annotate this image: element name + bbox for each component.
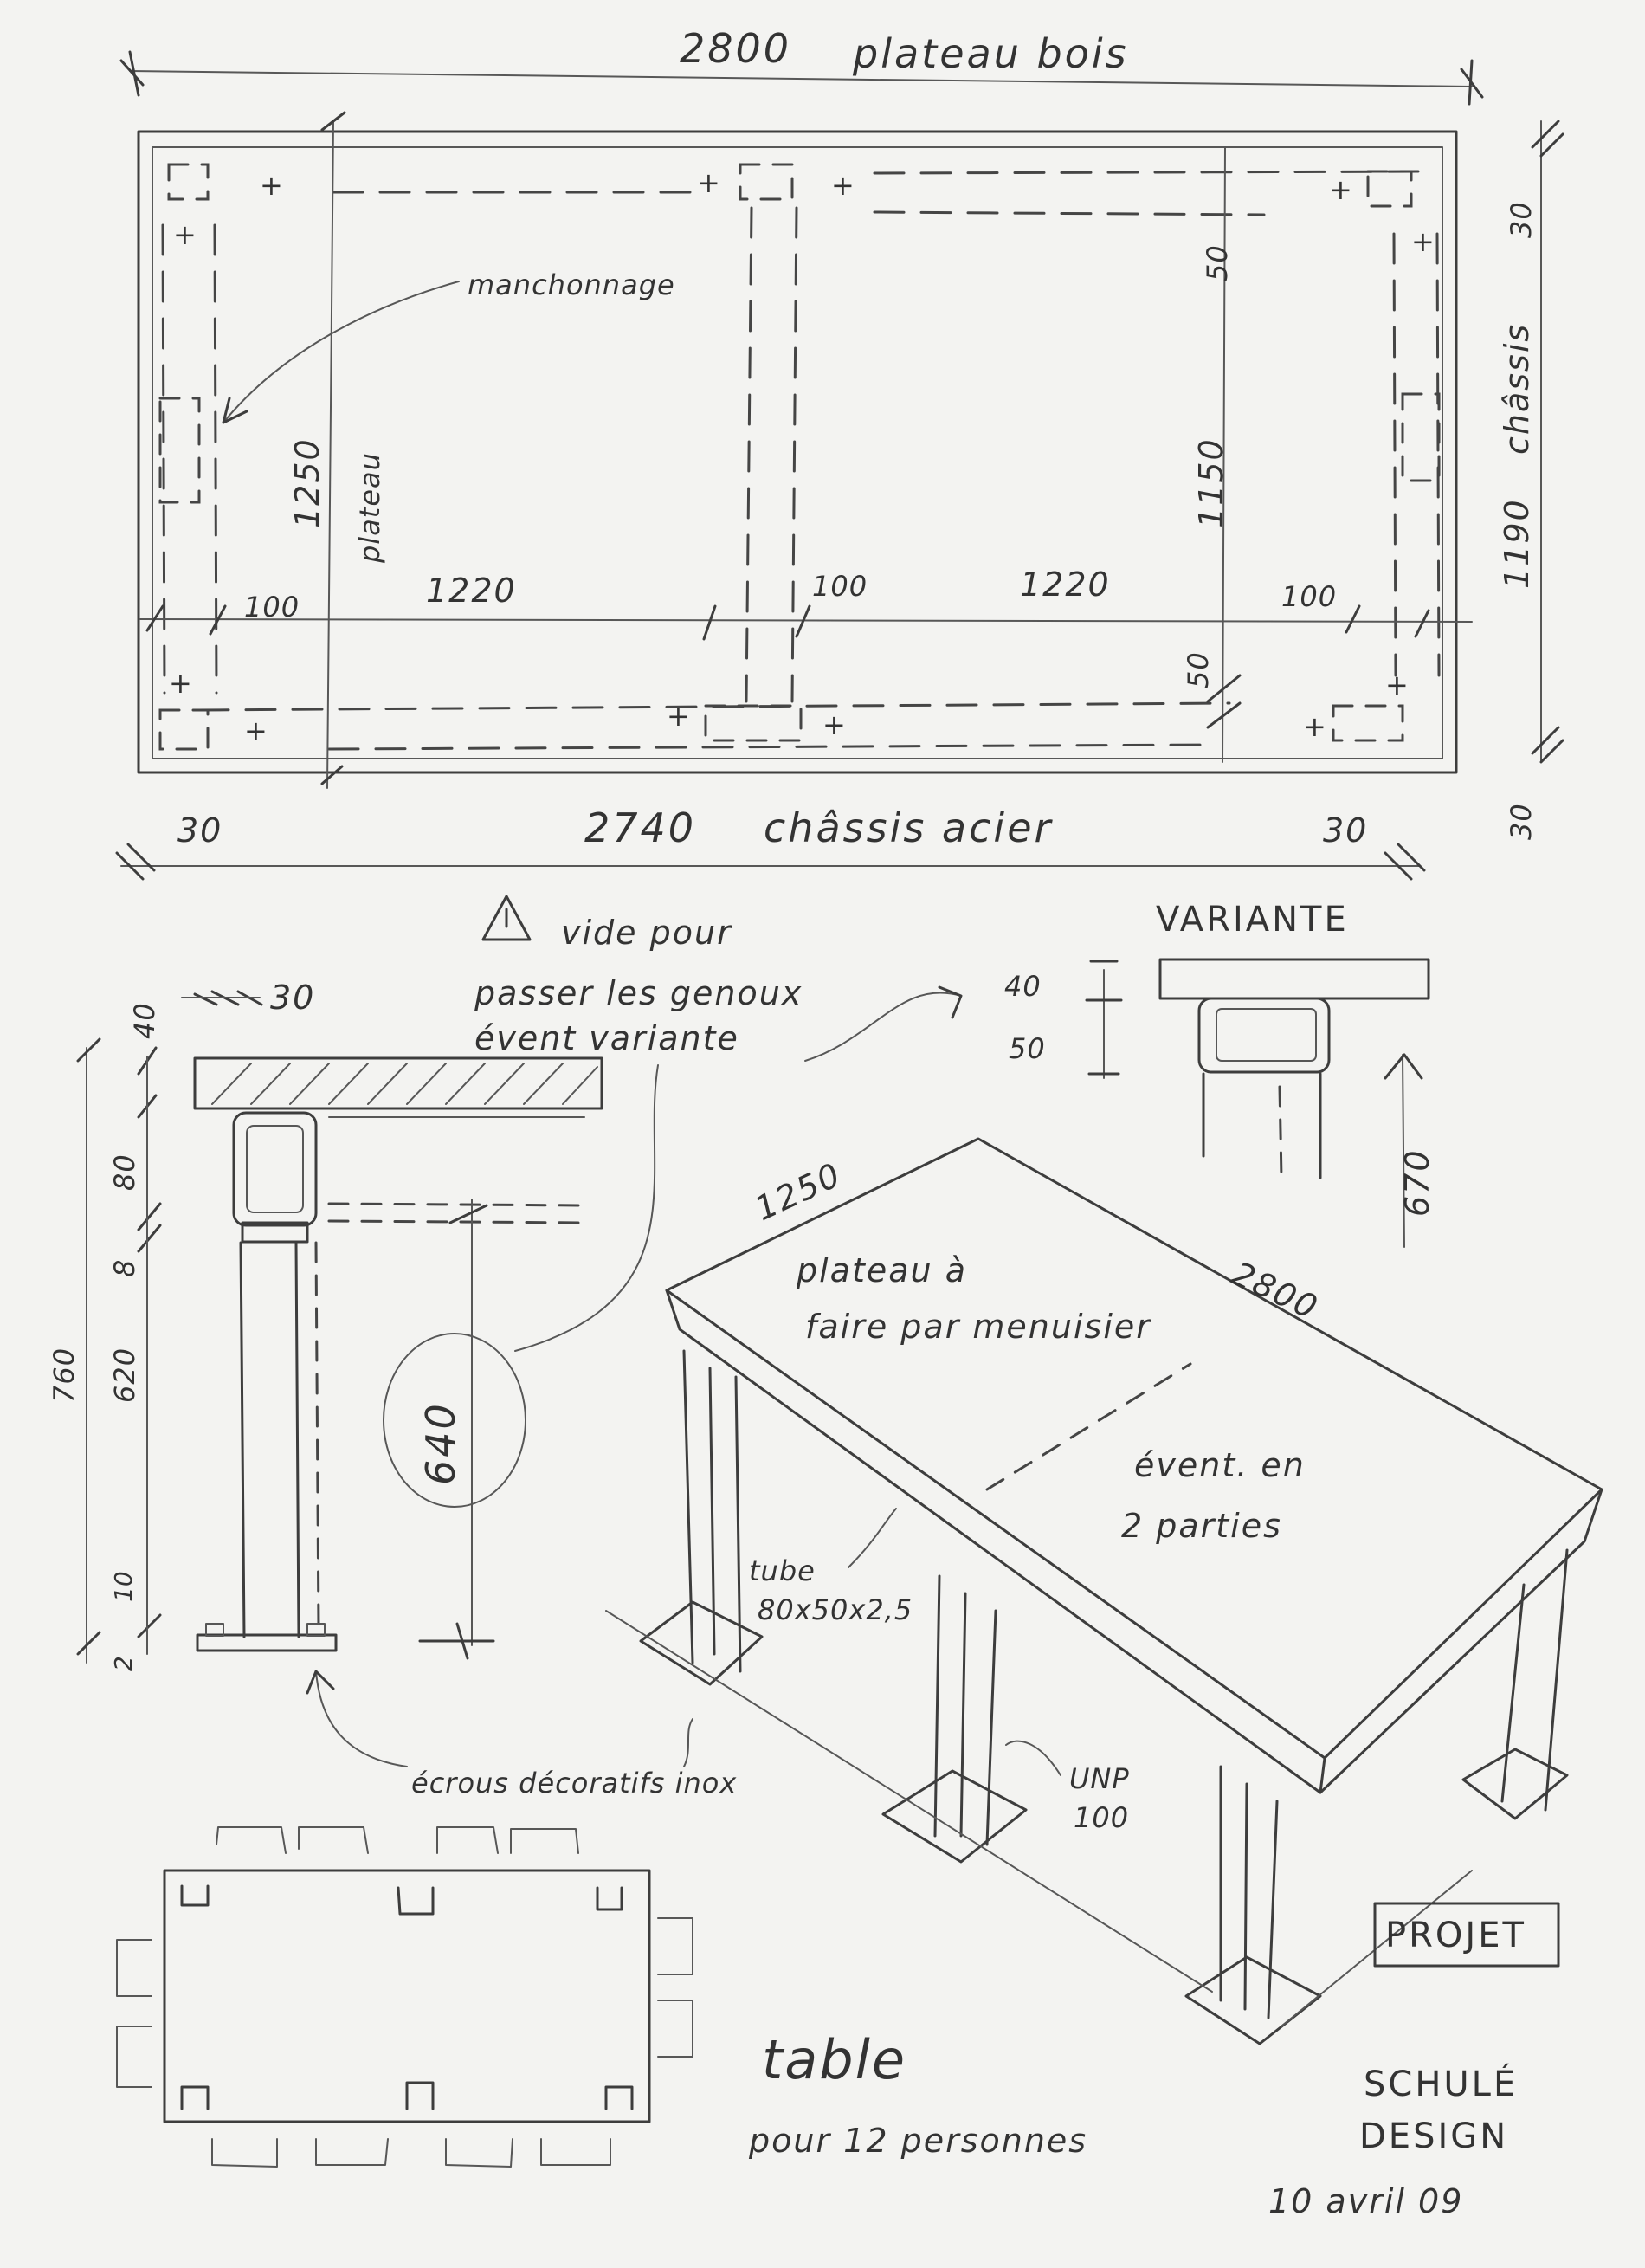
section-view: 40 80 8 620 760 10 2 30 640 vide pou: [48, 895, 963, 1800]
svg-text:+: +: [260, 169, 284, 202]
nuts-label: écrous décoratifs inox: [411, 1767, 737, 1800]
inner-width: 1150: [1192, 437, 1230, 528]
rail-bottom-dim: 50: [1182, 651, 1215, 688]
tube-height-dim: 80: [108, 1153, 141, 1191]
top-length: 2800: [680, 25, 791, 72]
top-width-label: plateau: [353, 452, 386, 564]
svg-text:+: +: [822, 708, 847, 741]
total-height-dim: 760: [48, 1347, 81, 1403]
variant-clearance-dim: 670: [1398, 1148, 1436, 1217]
project-stamp-box: [1373, 1902, 1560, 1968]
variant-detail: VARIANTE 40 50 670: [1004, 900, 1436, 1248]
overhang-dim: 30: [270, 979, 315, 1017]
svg-text:+: +: [667, 700, 691, 733]
overhang-bottom-dim: 30: [1505, 803, 1538, 840]
caption: table pour 12 personnes: [748, 2028, 1087, 2160]
rail-top-dim: 50: [1201, 244, 1234, 281]
unp-line1: UNP: [1069, 1762, 1130, 1795]
top-thickness-dim: 40: [128, 1002, 161, 1039]
tube-line1: tube: [749, 1554, 816, 1587]
svg-text:+: +: [1385, 669, 1410, 701]
caption-line1: table: [762, 2028, 906, 2091]
overhang-top-dim: 30: [1505, 201, 1538, 238]
tube-line2: 80x50x2,5: [758, 1593, 913, 1626]
author-line2: DESIGN: [1359, 2116, 1508, 2156]
unp-line2: 100: [1074, 1801, 1129, 1834]
frame-outline: [152, 146, 1443, 759]
svg-text:+: +: [244, 714, 268, 747]
title-block: PROJET SCHULÉ DESIGN 10 avril 09: [1268, 1902, 1560, 2220]
variant-title: VARIANTE: [1156, 900, 1349, 940]
overhang-left-dim: 30: [177, 811, 223, 850]
top-width: 1250: [288, 437, 326, 528]
foot-plate-dim: 2: [109, 1656, 138, 1671]
svg-text:+: +: [173, 218, 197, 251]
overhang-right-dim: 30: [1323, 811, 1368, 850]
warning-line3: évent variante: [474, 1019, 739, 1057]
plan-view: 2800 plateau bois + + + + + + + +: [115, 25, 1564, 881]
sleeve-label: manchonnage: [468, 268, 675, 301]
leg-height-dim: 620: [108, 1347, 141, 1403]
author-line1: SCHULÉ: [1364, 2063, 1518, 2104]
frame-width-label: châssis: [1498, 323, 1536, 455]
drawing-date: 10 avril 09: [1268, 2182, 1463, 2220]
warning-line1: vide pour: [561, 914, 732, 952]
variant-tube-dim: 50: [1009, 1032, 1046, 1065]
project-stamp: PROJET: [1385, 1916, 1526, 1955]
persp-width-dim: 1250: [749, 1155, 848, 1228]
leg-left-dim: 100: [244, 591, 300, 624]
persp-length-dim: 2800: [1226, 1254, 1325, 1327]
tabletop-outline: [137, 130, 1458, 774]
note-line1: plateau à: [796, 1251, 967, 1289]
svg-text:+: +: [831, 169, 855, 202]
leg-right-dim: 100: [1281, 580, 1337, 613]
frame-length: 2740: [584, 804, 696, 851]
plate-dim: 8: [108, 1259, 141, 1277]
caption-line2: pour 12 personnes: [748, 2122, 1087, 2160]
foot-dim: 10: [109, 1571, 138, 1602]
perspective-view: 1250 2800 plateau à faire par menuisier …: [605, 1137, 1603, 2045]
split-line2: 2 parties: [1121, 1507, 1282, 1545]
split-line1: évent. en: [1134, 1446, 1306, 1484]
svg-text:+: +: [1303, 710, 1327, 743]
note-line2: faire par menuisier: [805, 1308, 1152, 1346]
svg-text:+: +: [697, 166, 721, 199]
span-left-dim: 1220: [426, 572, 517, 610]
frame-length-label: châssis acier: [764, 804, 1053, 851]
span-right-dim: 1220: [1020, 565, 1111, 604]
variant-top-dim: 40: [1004, 970, 1042, 1003]
seating-plan: [116, 1826, 693, 2168]
top-length-label: plateau bois: [852, 30, 1129, 77]
svg-text:+: +: [1329, 173, 1353, 206]
leg-mid-dim: 100: [812, 570, 868, 603]
frame-width: 1190: [1498, 498, 1536, 589]
clearance-dim: 640: [417, 1401, 464, 1485]
svg-text:+: +: [169, 667, 193, 700]
warning-line2: passer les genoux: [474, 974, 803, 1012]
svg-text:+: +: [1411, 225, 1435, 258]
